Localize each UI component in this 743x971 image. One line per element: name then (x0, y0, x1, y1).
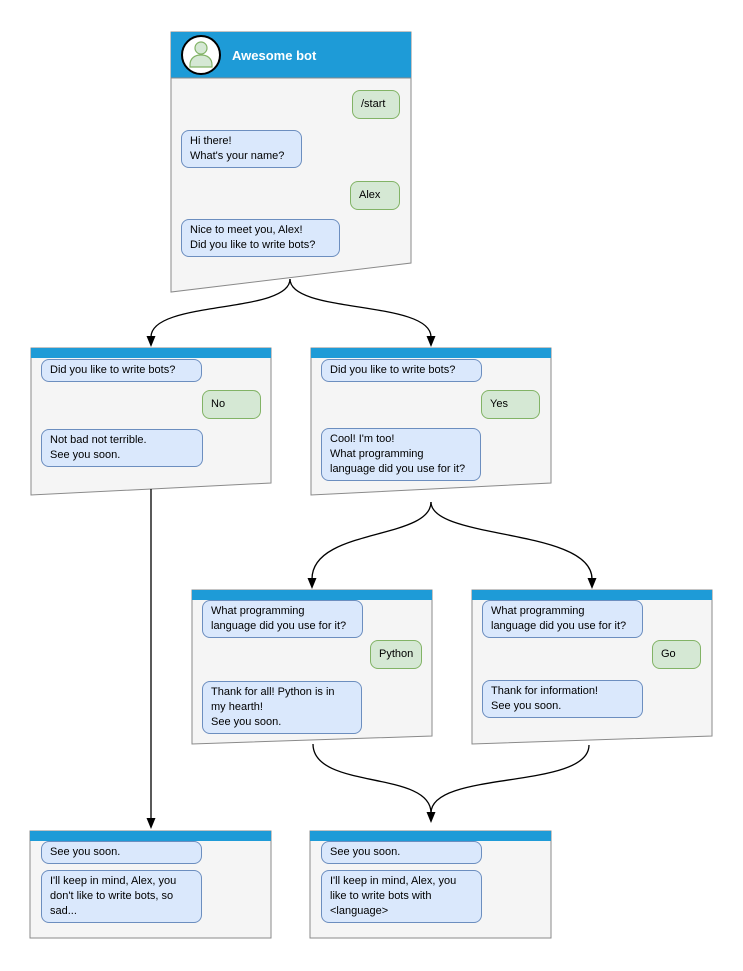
bot-message-bubble: What programming language did you use fo… (202, 600, 363, 638)
header-bar-branch-no (31, 348, 271, 358)
main-window-title: Awesome bot (232, 48, 317, 63)
user-message-bubble: /start (352, 90, 400, 119)
user-message-bubble: Alex (350, 181, 400, 210)
arrowheads (146, 336, 597, 829)
arrowhead-no (146, 336, 156, 347)
arrow-yes-to-go (430, 501, 593, 580)
arrowhead-python (307, 578, 317, 589)
flow-connectors (150, 278, 593, 819)
arrow-yes-to-python (311, 501, 432, 580)
bot-message-bubble: Nice to meet you, Alex! Did you like to … (181, 219, 340, 257)
arrow-go-to-end (430, 744, 590, 814)
bot-avatar-icon (181, 35, 221, 75)
header-bar-branch-yes (311, 348, 551, 358)
arrowhead-yes (426, 336, 436, 347)
user-message-bubble: No (202, 390, 261, 419)
bot-message-bubble: I'll keep in mind, Alex, you like to wri… (321, 870, 482, 923)
arrowhead-end-no (146, 818, 156, 829)
arrow-main-to-no (150, 278, 291, 338)
bot-message-bubble: Did you like to write bots? (321, 359, 482, 382)
bot-message-bubble: Did you like to write bots? (41, 359, 202, 382)
bot-message-bubble: Hi there! What's your name? (181, 130, 302, 168)
window-outlines (29, 31, 713, 939)
arrow-python-to-end (312, 743, 432, 814)
user-message-bubble: Python (370, 640, 422, 669)
arrowhead-go (587, 578, 597, 589)
bot-message-bubble: See you soon. (321, 841, 482, 864)
header-bar-end-no (30, 831, 271, 841)
arrowhead-end-yes (426, 812, 436, 823)
header-bar-branch-go (472, 590, 712, 600)
bot-message-bubble: What programming language did you use fo… (482, 600, 643, 638)
header-bar-end-yes (310, 831, 551, 841)
arrow-main-to-yes (289, 278, 432, 338)
bot-message-bubble: Not bad not terrible. See you soon. (41, 429, 203, 467)
bot-message-bubble: I'll keep in mind, Alex, you don't like … (41, 870, 202, 923)
bot-message-bubble: Thank for all! Python is in my hearth! S… (202, 681, 362, 734)
user-message-bubble: Go (652, 640, 701, 669)
bot-message-bubble: Thank for information! See you soon. (482, 680, 643, 718)
header-bar-branch-python (192, 590, 432, 600)
bot-message-bubble: Cool! I'm too! What programming language… (321, 428, 481, 481)
bot-message-bubble: See you soon. (41, 841, 202, 864)
user-message-bubble: Yes (481, 390, 540, 419)
